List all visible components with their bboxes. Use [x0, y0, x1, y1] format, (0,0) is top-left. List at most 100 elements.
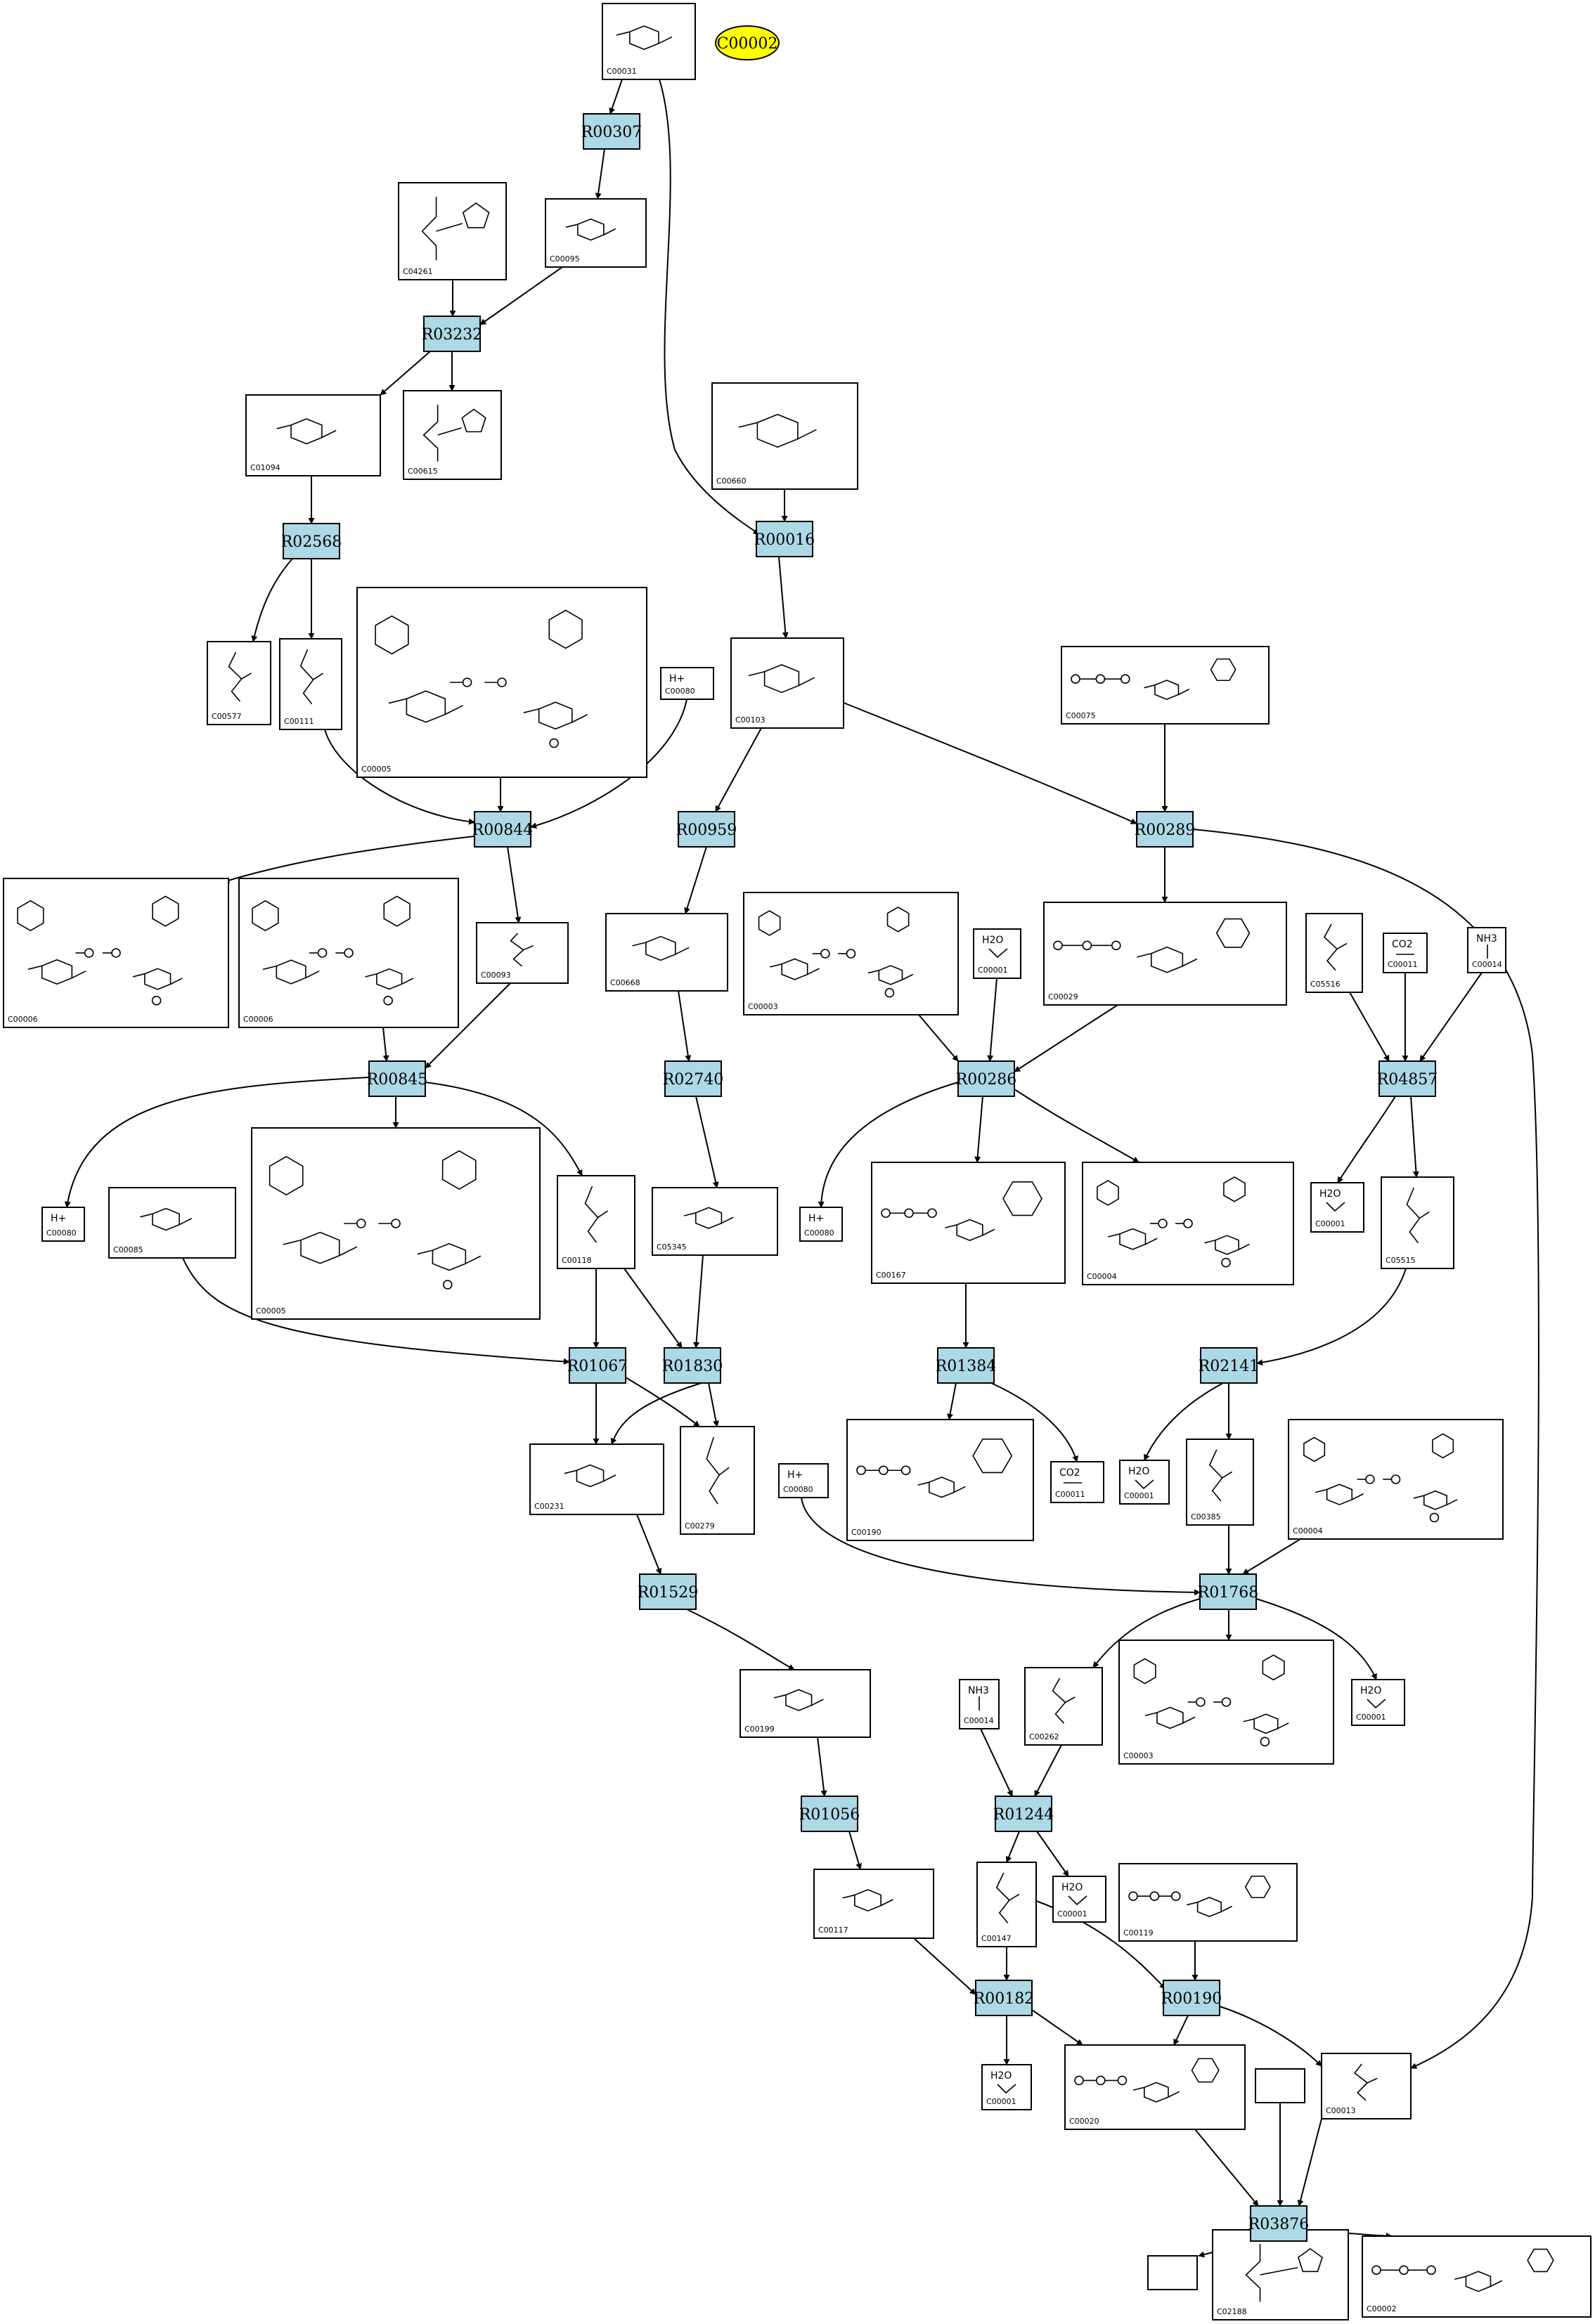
reaction-edge: [625, 1377, 700, 1427]
compound-node[interactable]: C00167: [871, 1162, 1066, 1284]
compound-node[interactable]: C05516: [1305, 913, 1363, 993]
compound-node[interactable]: C02188: [1212, 2229, 1349, 2320]
reaction-edge: [848, 1831, 863, 1870]
reaction-node[interactable]: R00016: [754, 521, 815, 557]
compound-node[interactable]: C00002: [1362, 2235, 1591, 2318]
compound-id-label: C00013: [1326, 2106, 1356, 2115]
compound-node[interactable]: C00075: [1061, 646, 1270, 725]
reaction-node[interactable]: R00307: [581, 113, 642, 150]
compound-node[interactable]: C00006: [238, 878, 459, 1028]
molecule-structure-icon: [773, 1689, 824, 1711]
reaction-node[interactable]: R00845: [367, 1060, 428, 1097]
molecule-structure-icon: [1053, 918, 1251, 973]
compound-node[interactable]: C00095: [545, 198, 647, 268]
compound-id-label: C00167: [876, 1271, 906, 1280]
reaction-edge: [715, 727, 762, 812]
compound-id-label: C00011: [1055, 1490, 1085, 1499]
reaction-node[interactable]: R00286: [956, 1060, 1017, 1097]
reaction-node[interactable]: R04857: [1377, 1060, 1438, 1097]
reaction-node[interactable]: R01830: [662, 1347, 723, 1384]
compound-node[interactable]: C01094: [245, 394, 381, 476]
compound-node[interactable]: H+C00080: [41, 1207, 85, 1242]
compound-id-label: C00103: [735, 715, 766, 725]
reaction-node[interactable]: R00959: [676, 811, 737, 848]
compound-node[interactable]: C00004: [1288, 1419, 1504, 1540]
compound-node[interactable]: C00003: [1118, 1640, 1334, 1765]
compound-id-label: C00003: [1123, 1751, 1154, 1760]
compound-node[interactable]: C00119: [1118, 1863, 1298, 1942]
compound-node[interactable]: C00003: [743, 892, 959, 1015]
compound-node[interactable]: C00615: [403, 390, 502, 480]
reaction-node[interactable]: R01384: [936, 1347, 997, 1384]
compound-node[interactable]: C00085: [108, 1187, 236, 1259]
compound-id-label: C00668: [610, 978, 640, 987]
compound-node[interactable]: C00147: [976, 1862, 1037, 1947]
compound-node[interactable]: C00262: [1024, 1667, 1103, 1746]
compound-node[interactable]: C00231: [529, 1443, 664, 1515]
compound-node[interactable]: C00004: [1082, 1162, 1294, 1285]
reaction-node[interactable]: R01529: [638, 1573, 699, 1610]
reaction-node[interactable]: R00182: [974, 1980, 1035, 2016]
reaction-node[interactable]: R01067: [567, 1347, 628, 1384]
molecule-structure-icon: [706, 1436, 730, 1505]
compound-node[interactable]: H+C00080: [799, 1207, 843, 1242]
reaction-node[interactable]: R02568: [281, 523, 342, 559]
molecule-structure-icon: H+: [51, 1213, 66, 1224]
compound-node[interactable]: C00093: [476, 922, 569, 984]
molecule-structure-icon: [1245, 2244, 1323, 2302]
compound-node[interactable]: C00190: [846, 1419, 1034, 1541]
compound-node[interactable]: C00660: [711, 382, 858, 490]
reaction-node[interactable]: R02740: [663, 1060, 724, 1097]
compound-node[interactable]: C00020: [1064, 2044, 1246, 2130]
reaction-node[interactable]: R03232: [422, 316, 483, 352]
reaction-id-label: R00016: [754, 531, 815, 549]
compound-node[interactable]: C00111: [279, 638, 342, 730]
compound-id-label: C00001: [978, 966, 1008, 975]
reaction-node[interactable]: R01244: [993, 1796, 1054, 1832]
compound-node[interactable]: C00385: [1186, 1439, 1254, 1526]
reaction-edge: [913, 1937, 976, 1995]
compound-node[interactable]: C00006: [3, 878, 229, 1028]
compound-node[interactable]: C00005: [251, 1127, 541, 1320]
reaction-node[interactable]: R01768: [1198, 1573, 1259, 1610]
reaction-edge: [686, 1609, 795, 1670]
reaction-edge: [1297, 2118, 1322, 2207]
compound-node[interactable]: C00005: [356, 587, 647, 778]
compound-node[interactable]: H+C00080: [778, 1463, 829, 1498]
reaction-node[interactable]: R02141: [1199, 1347, 1260, 1384]
compound-id-label: C04261: [403, 267, 433, 276]
compound-node[interactable]: C00668: [605, 913, 728, 992]
compound-node[interactable]: H+C00080: [660, 667, 714, 700]
compound-node[interactable]: C00029: [1043, 902, 1287, 1006]
compound-node[interactable]: C00031: [602, 3, 696, 80]
compound-node[interactable]: C05515: [1381, 1176, 1454, 1269]
compound-node[interactable]: C00118: [557, 1175, 635, 1269]
compound-node[interactable]: C00199: [740, 1669, 871, 1738]
compound-node[interactable]: C00577: [207, 641, 271, 725]
reaction-node[interactable]: R00289: [1135, 811, 1196, 848]
reaction-id-label: R00844: [472, 822, 534, 839]
compound-node[interactable]: C00279: [680, 1426, 755, 1535]
compound-node[interactable]: C05345: [652, 1187, 778, 1256]
highlighted-compound[interactable]: C00002: [715, 25, 780, 60]
compound-node[interactable]: C00103: [730, 637, 844, 729]
reaction-node[interactable]: R00190: [1161, 1980, 1222, 2016]
reaction-node[interactable]: R03876: [1248, 2205, 1310, 2242]
compound-node[interactable]: C00013: [1321, 2053, 1412, 2119]
compound-node[interactable]: C04261: [398, 182, 507, 280]
reaction-node[interactable]: R01056: [799, 1796, 860, 1832]
compound-node[interactable]: C00117: [813, 1869, 934, 1939]
reaction-node[interactable]: R00844: [472, 811, 534, 848]
